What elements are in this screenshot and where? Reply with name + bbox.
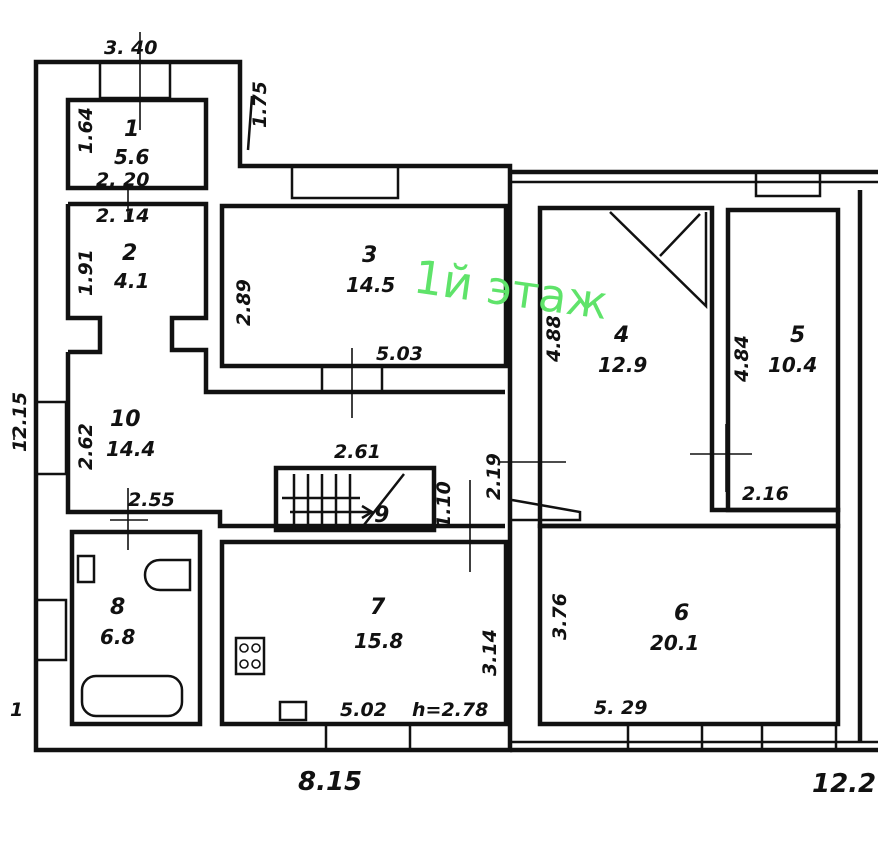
dimension: 12.15 <box>9 392 31 452</box>
room-labels: 1 5.6 2 4.1 3 14.5 4 12.9 5 10.4 6 20.1 … <box>100 117 817 655</box>
dimension: 2.62 <box>75 423 97 470</box>
windows <box>34 60 838 752</box>
room-8-outline <box>69 529 203 727</box>
dimension: 8.15 <box>298 767 362 797</box>
room-5-outline <box>725 207 841 513</box>
dimension: 3.76 <box>549 593 571 640</box>
room-2-outline <box>68 201 505 395</box>
room-area: 5.6 <box>114 145 150 169</box>
room-number: 10 <box>110 407 141 432</box>
room-number: 4 <box>613 323 629 348</box>
tick-marks <box>13 32 752 572</box>
dimension: 2. 14 <box>96 205 150 227</box>
room-1-outline <box>65 97 209 191</box>
dimension: 4.88 <box>543 315 565 363</box>
room-area: 14.5 <box>346 273 395 297</box>
dimension: 5. 29 <box>594 697 648 719</box>
room-number: 2 <box>122 241 137 266</box>
dimension: 5.03 <box>376 343 423 365</box>
room-number: 7 <box>370 595 386 620</box>
room-number: 8 <box>110 595 125 620</box>
room-number: 5 <box>790 323 805 348</box>
dimension: 1.10 <box>433 481 455 528</box>
dimension: 2.19 <box>483 453 505 500</box>
room-area: 15.8 <box>354 629 403 653</box>
room-area: 20.1 <box>650 631 699 655</box>
fixtures <box>76 554 308 722</box>
room-area: 14.4 <box>106 437 155 461</box>
room-area: 12.9 <box>598 353 647 377</box>
dimension: 4.84 <box>731 335 753 383</box>
room-10-outline <box>65 352 505 529</box>
dimension: 1.64 <box>75 107 97 154</box>
dimension: 12.2 <box>812 769 876 799</box>
dimension: 3. 40 <box>104 37 158 59</box>
dimension: 3.14 <box>479 629 501 676</box>
dimension: 1.91 <box>75 249 97 296</box>
dimension: 2.61 <box>334 441 381 463</box>
dimension: 2.16 <box>742 483 789 505</box>
dimension-labels: 3. 40 1.64 2. 20 1.75 2. 14 1.91 2.89 5.… <box>9 37 876 799</box>
bathtub-icon <box>80 674 184 718</box>
room-number: 9 <box>374 503 389 528</box>
dimension: h=2.78 <box>412 699 488 721</box>
dimension: 2. 20 <box>96 169 150 191</box>
stove-icon <box>234 636 266 676</box>
dimension: 1 <box>10 699 23 721</box>
toilet-icon <box>143 558 192 592</box>
room-area: 4.1 <box>113 269 149 293</box>
dimension: 1.75 <box>249 81 271 128</box>
room-area: 10.4 <box>768 353 817 377</box>
room-number: 3 <box>362 243 377 268</box>
sink-icon <box>76 554 96 584</box>
staircase <box>273 465 437 533</box>
dimension: 2.89 <box>233 279 255 326</box>
room-number: 1 <box>124 117 139 142</box>
dimension: 5.02 <box>340 699 387 721</box>
outer-walls <box>33 59 878 753</box>
room-area: 6.8 <box>100 625 136 649</box>
appliance-icon <box>278 700 308 722</box>
dimension: 2.55 <box>128 489 175 511</box>
room-number: 6 <box>674 601 689 626</box>
